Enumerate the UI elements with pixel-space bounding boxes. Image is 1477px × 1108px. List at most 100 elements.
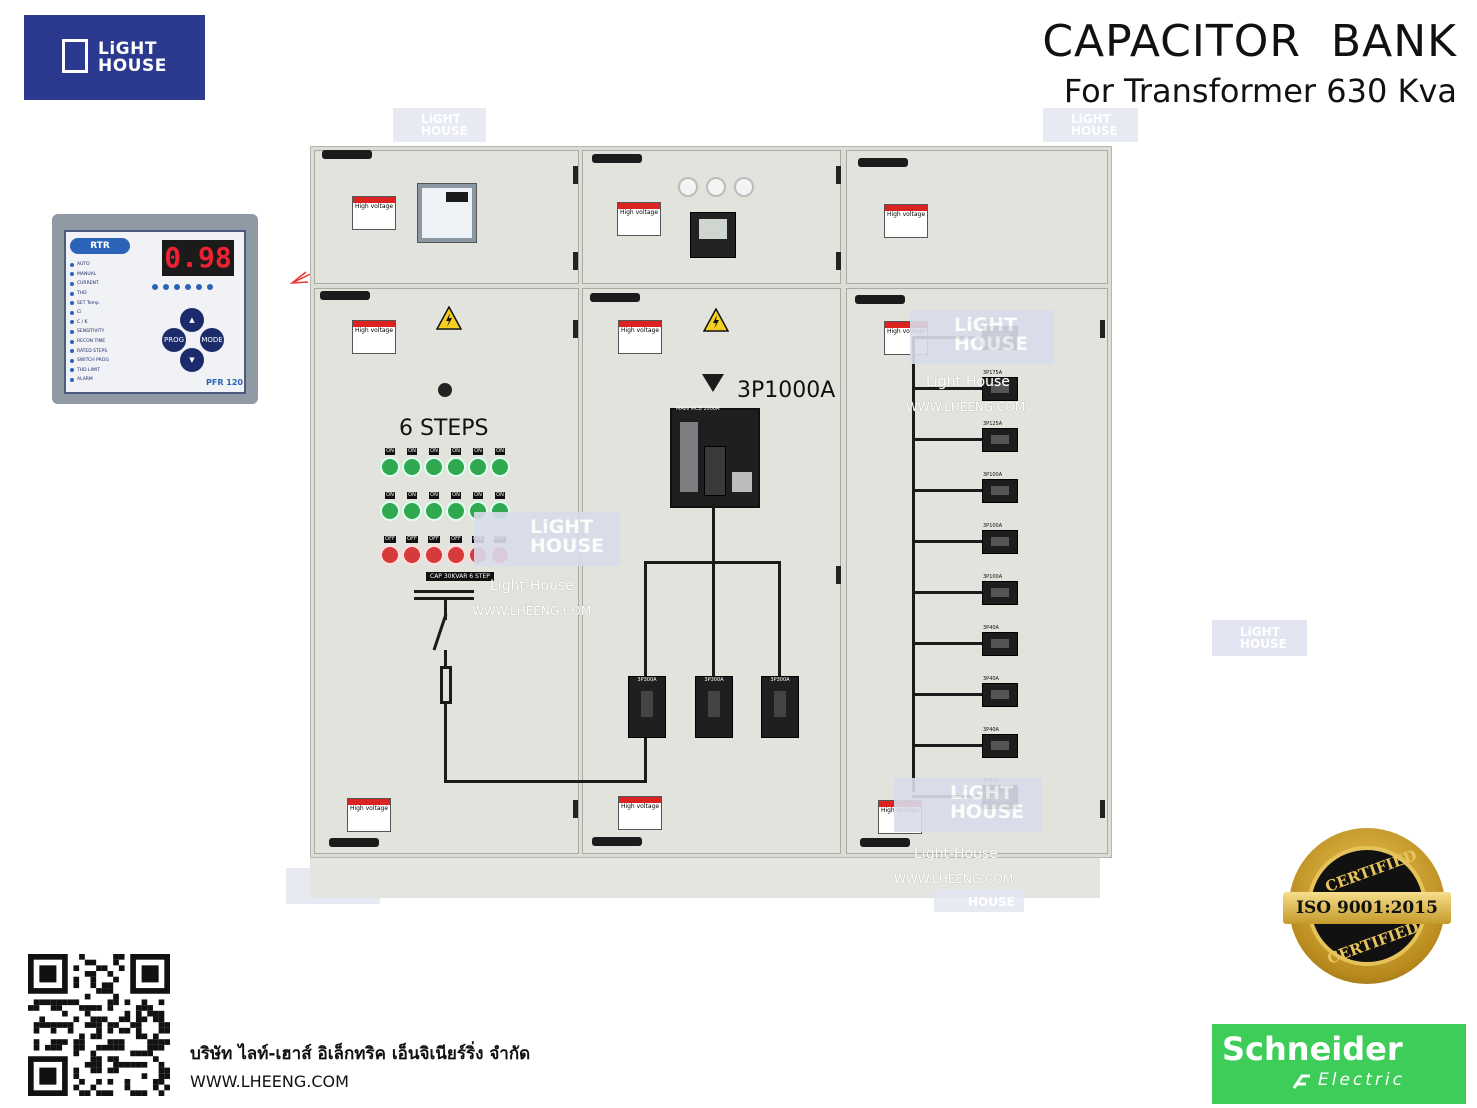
qr-module	[96, 1022, 102, 1028]
door-handle-icon[interactable]	[860, 838, 910, 847]
qr-module	[107, 1090, 114, 1096]
qr-module	[164, 1039, 170, 1045]
feeder-breaker[interactable]: 3P300A	[761, 676, 799, 738]
qr-module	[107, 1056, 114, 1062]
feeder-breaker[interactable]: 3P300A	[628, 676, 666, 738]
feeder-breaker-toggle[interactable]	[641, 691, 653, 717]
qr-module	[107, 1005, 114, 1011]
indicator-lamp: ON	[468, 448, 488, 477]
qr-module	[152, 1010, 159, 1017]
qr-module	[96, 1005, 102, 1011]
qr-module	[158, 1039, 165, 1045]
qr-module	[147, 1050, 153, 1057]
outgoing-breaker[interactable]: 3P100A	[982, 523, 1018, 554]
outgoing-breaker[interactable]: 3P40A	[982, 727, 1018, 758]
qr-module	[158, 1067, 165, 1074]
qr-module	[152, 1016, 159, 1023]
controller-menu-label: THD	[77, 291, 87, 297]
feeder-breaker[interactable]: 3P300A	[695, 676, 733, 738]
selector-switch-icon[interactable]	[438, 383, 452, 397]
pilot-lamp-icon	[678, 177, 698, 197]
qr-module	[67, 1027, 74, 1034]
door-handle-icon[interactable]	[858, 158, 908, 167]
outgoing-breaker-toggle[interactable]	[991, 384, 1009, 393]
hinge-icon	[836, 166, 841, 184]
power-meter	[690, 212, 736, 258]
qr-module	[107, 1078, 114, 1085]
qr-module	[33, 1044, 40, 1051]
qr-module	[118, 1061, 125, 1068]
door-handle-icon[interactable]	[320, 291, 370, 300]
hinge-icon	[1100, 320, 1105, 338]
qr-module	[90, 1005, 97, 1011]
outgoing-breaker-tag: 3P100A	[983, 574, 1003, 580]
controller-brand: RTR	[70, 238, 130, 254]
door-handle-icon[interactable]	[855, 295, 905, 304]
outgoing-breaker[interactable]: 3P40A	[982, 625, 1018, 656]
outgoing-breaker-toggle[interactable]	[991, 537, 1009, 546]
controller-model: PFR 120	[206, 378, 243, 387]
danger-label: High voltage	[352, 196, 396, 230]
qr-module	[96, 1016, 102, 1023]
outgoing-breaker-tag: 3P40A	[983, 727, 999, 733]
qr-module	[73, 982, 80, 989]
controller-menu-item: Ci	[70, 308, 148, 318]
indicator-lamp: ON	[424, 448, 444, 477]
mode-button[interactable]: MODE	[200, 328, 224, 352]
seal-top-text: CERTIFIED	[1322, 846, 1420, 896]
qr-module	[164, 1067, 170, 1074]
qr-module	[101, 965, 108, 972]
main-breaker-tag: MAIN MCB 1000A	[676, 406, 720, 412]
page-title: CAPACITOR BANK	[1042, 16, 1457, 67]
outgoing-breaker[interactable]: 3P175A	[982, 370, 1018, 401]
outgoing-breaker[interactable]: 3P100A	[982, 574, 1018, 605]
seal-band: ISO 9001:2015	[1283, 892, 1451, 924]
outgoing-breaker-toggle[interactable]	[991, 486, 1009, 495]
controller-menu-item: RATED STEPS	[70, 346, 148, 356]
qr-module	[130, 1061, 136, 1068]
qr-module	[73, 1067, 80, 1074]
company-website[interactable]: WWW.LHEENG.COM	[190, 1072, 349, 1091]
step-led	[174, 284, 180, 290]
up-button[interactable]: ▲	[180, 308, 204, 332]
outgoing-breaker-toggle[interactable]	[991, 690, 1009, 699]
outgoing-breaker-toggle[interactable]	[991, 639, 1009, 648]
door-handle-icon[interactable]	[590, 293, 640, 302]
qr-module	[67, 1022, 74, 1028]
qr-module	[141, 1016, 148, 1023]
qr-module	[118, 965, 125, 972]
danger-label-text: High voltage	[620, 327, 660, 334]
feeder-breaker-toggle[interactable]	[774, 691, 786, 717]
menu-led-icon	[70, 358, 74, 363]
outgoing-breaker[interactable]: 3P40A	[982, 676, 1018, 707]
qr-module	[101, 1016, 108, 1023]
door-handle-icon[interactable]	[592, 154, 642, 163]
qr-code-icon[interactable]	[28, 954, 170, 1096]
qr-module	[79, 1033, 85, 1040]
qr-module	[73, 1050, 80, 1057]
qr-module	[84, 1090, 91, 1096]
qr-module	[147, 1039, 153, 1045]
outgoing-breaker[interactable]: 3P125A	[982, 421, 1018, 452]
door-handle-icon[interactable]	[322, 150, 372, 159]
door-handle-icon[interactable]	[592, 837, 642, 846]
outgoing-breaker-toggle[interactable]	[991, 741, 1009, 750]
outgoing-breaker[interactable]: 3P100A	[982, 472, 1018, 503]
feeder-breaker-toggle[interactable]	[708, 691, 720, 717]
down-button[interactable]: ▼	[180, 348, 204, 372]
qr-module	[73, 976, 80, 983]
qr-module	[152, 1056, 159, 1062]
controller-menu-label: C / K	[77, 319, 88, 325]
qr-module	[135, 1033, 142, 1040]
prog-button[interactable]: PROG	[162, 328, 186, 352]
outgoing-breaker-toggle[interactable]	[991, 588, 1009, 597]
door-handle-icon[interactable]	[329, 838, 379, 847]
schneider-electric-logo: Schneider Electric	[1212, 1024, 1466, 1104]
cap-label: CAP 30KVAR 6 STEP	[426, 572, 494, 581]
controller-menu-item: AUTO	[70, 260, 148, 270]
indicator-lamp: ON	[402, 448, 422, 477]
outgoing-breaker-toggle[interactable]	[991, 435, 1009, 444]
hinge-icon	[836, 252, 841, 270]
main-breaker-toggle[interactable]	[704, 446, 726, 496]
main-breaker[interactable]: MAIN MCB 1000A	[670, 406, 760, 508]
